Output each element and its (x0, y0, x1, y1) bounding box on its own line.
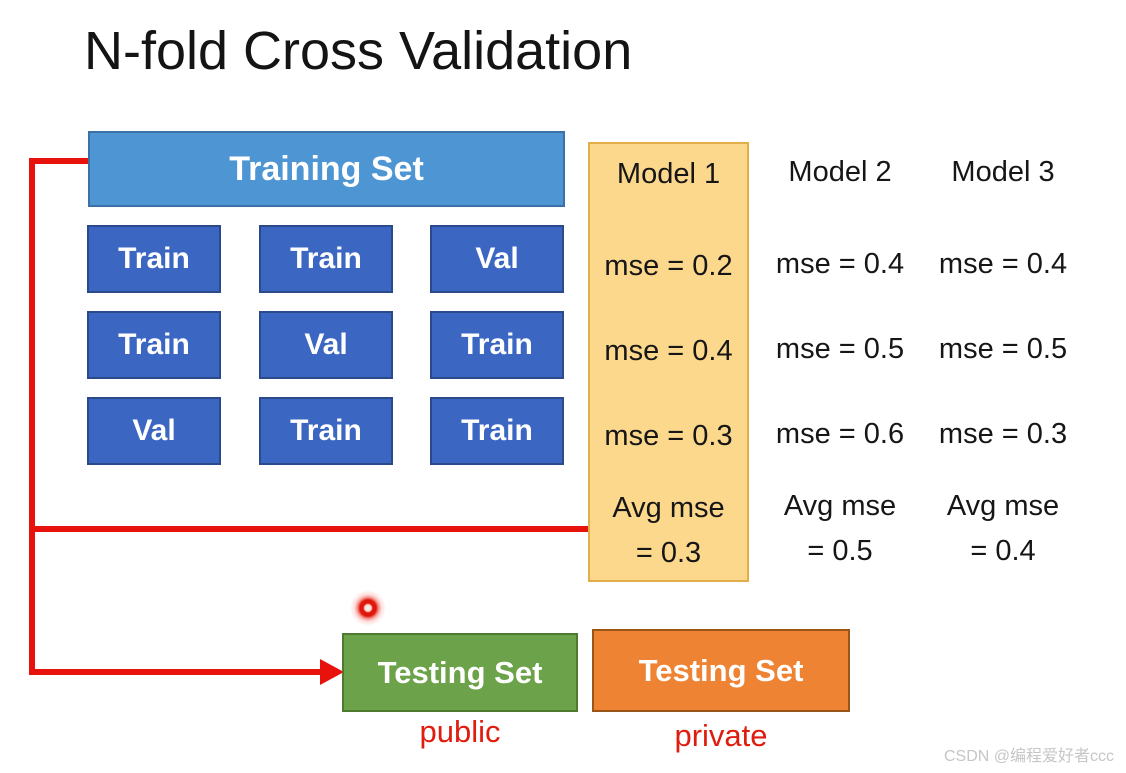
fold-cell: Train (87, 225, 221, 293)
avg-mse-label: Avg mse (946, 490, 1060, 522)
fold-cell: Val (259, 311, 393, 379)
testing-set-label: Testing Set (638, 652, 804, 688)
testing-set-public-box: Testing Set (342, 633, 578, 712)
training-set-label: Training Set (229, 149, 424, 188)
avg-mse-number: = 0.4 (970, 535, 1036, 567)
mse-value: mse = 0.5 (775, 333, 905, 365)
connector-middle-line (29, 526, 588, 532)
fold-cell: Train (430, 397, 564, 465)
training-set-header: Training Set (88, 131, 565, 207)
avg-mse-value: Avg mse = 0.4 (920, 484, 1086, 574)
model-name: Model 3 (951, 156, 1055, 188)
avg-mse-value: Avg mse = 0.5 (756, 484, 924, 574)
testing-set-private-box: Testing Set (592, 629, 850, 712)
avg-mse-value: Avg mse = 0.3 (590, 486, 747, 576)
model-name: Model 1 (616, 158, 721, 190)
mse-value: mse = 0.3 (604, 420, 733, 452)
fold-cell: Val (87, 397, 221, 465)
mse-value: mse = 0.3 (938, 418, 1068, 450)
connector-bottom-line (29, 669, 322, 675)
mse-value: mse = 0.4 (604, 335, 733, 367)
arrow-right-icon (320, 659, 344, 685)
public-label: public (419, 714, 501, 749)
model-1-column-highlight: Model 1 mse = 0.2 mse = 0.4 mse = 0.3 Av… (588, 142, 749, 582)
model-3-column: Model 3 mse = 0.4 mse = 0.5 mse = 0.3 Av… (920, 142, 1086, 582)
laser-pointer-dot (350, 590, 386, 626)
model-name: Model 2 (788, 156, 892, 188)
connector-top-line (29, 158, 89, 164)
mse-value: mse = 0.5 (938, 333, 1068, 365)
model-2-column: Model 2 mse = 0.4 mse = 0.5 mse = 0.6 Av… (756, 142, 924, 582)
mse-value: mse = 0.6 (775, 418, 905, 450)
private-label: private (674, 718, 768, 753)
fold-cell: Train (259, 225, 393, 293)
fold-cell: Val (430, 225, 564, 293)
fold-cell: Train (430, 311, 564, 379)
avg-mse-label: Avg mse (612, 492, 725, 524)
avg-mse-number: = 0.5 (807, 535, 873, 567)
mse-value: mse = 0.2 (604, 250, 733, 282)
avg-mse-number: = 0.3 (635, 537, 702, 569)
fold-cell: Train (259, 397, 393, 465)
mse-value: mse = 0.4 (775, 248, 905, 280)
avg-mse-label: Avg mse (783, 490, 897, 522)
csdn-watermark: CSDN @编程爱好者ccc (943, 748, 1114, 765)
connector-vertical-line (29, 158, 35, 675)
testing-set-label: Testing Set (377, 654, 543, 690)
fold-cell: Train (87, 311, 221, 379)
page-title: N-fold Cross Validation (84, 21, 633, 81)
mse-value: mse = 0.4 (938, 248, 1068, 280)
